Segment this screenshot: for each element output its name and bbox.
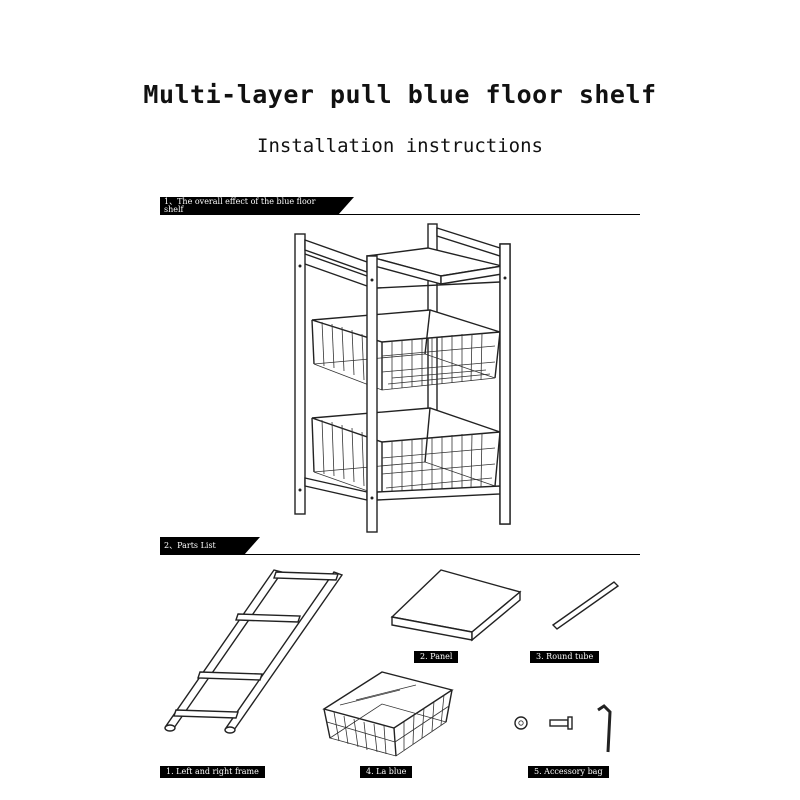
allen-key-icon (597, 704, 612, 753)
section-label-parts-list: 2、Parts List (160, 537, 260, 555)
washer-icon (514, 716, 528, 730)
page-subtitle: Installation instructions (257, 135, 543, 157)
part-label-panel: 2. Panel (414, 651, 459, 663)
section-divider (160, 213, 640, 215)
section-divider (160, 553, 640, 555)
part-label-accessory-bag: 5. Accessory bag (528, 766, 609, 778)
section-header-overall-effect: 1、The overall effect of the blue floor s… (160, 197, 640, 215)
basket-lower (311, 407, 501, 497)
section-label-overall-effect: 1、The overall effect of the blue floor s… (160, 197, 354, 215)
part-label-round-tube: 3. Round tube (530, 651, 600, 663)
page-title: Multi-layer pull blue floor shelf (143, 80, 657, 109)
bolt-icon (549, 719, 569, 727)
part-label-basket: 4. La blue (360, 766, 413, 778)
basket-upper (311, 309, 501, 391)
section-header-parts-list: 2、Parts List (160, 537, 640, 555)
part-label-frame: 1. Left and right frame (160, 766, 265, 778)
